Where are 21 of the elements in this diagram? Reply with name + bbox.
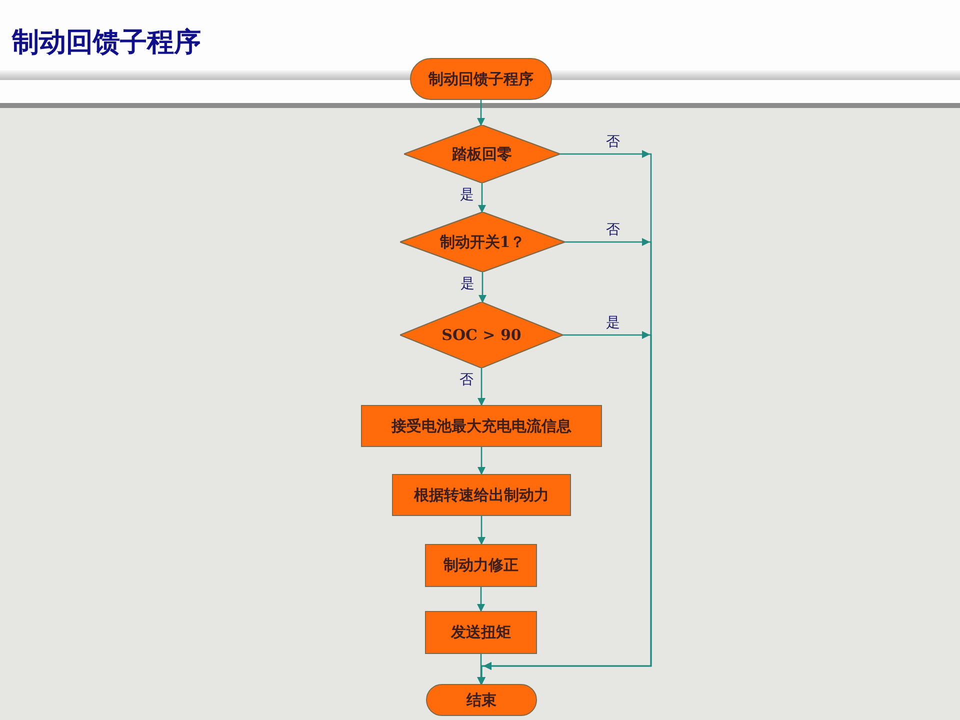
- arrow: [478, 447, 486, 475]
- edge-label: 否: [604, 134, 622, 150]
- arrow: [478, 272, 486, 303]
- slide-title: 制动回馈子程序: [12, 26, 201, 60]
- edge-label: 是: [458, 187, 476, 203]
- edge-label: 否: [604, 222, 622, 238]
- arrow: [477, 587, 485, 612]
- edge-label: 是: [604, 315, 622, 331]
- process-box: 制动力修正: [425, 544, 537, 587]
- decision-diamond: SOC > 90: [400, 302, 563, 368]
- process-box: 发送扭矩: [425, 611, 537, 654]
- process-box: 接受电池最大充电电流信息: [361, 405, 602, 447]
- arrow: [478, 516, 486, 545]
- process-box: 根据转速给出制动力: [392, 474, 571, 516]
- edge-label: 是: [458, 276, 476, 292]
- edge-label: 否: [458, 372, 476, 388]
- arrow: [478, 368, 486, 406]
- decision-diamond: 制动开关1？: [400, 212, 565, 272]
- arrow: [477, 100, 485, 126]
- arrow: [478, 183, 486, 213]
- decision-diamond: 踏板回零: [404, 125, 560, 183]
